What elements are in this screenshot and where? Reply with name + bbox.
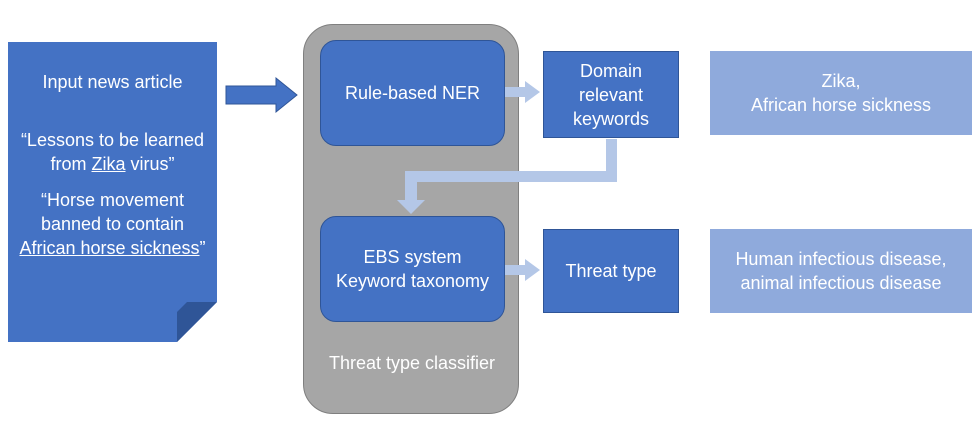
ebs-line2: Keyword taxonomy — [335, 271, 490, 291]
quote1-suffix: virus” — [125, 154, 175, 174]
result1-line1: Zika, — [821, 71, 861, 91]
arrow-ebs-to-threat — [505, 259, 540, 281]
result1-line2: African horse sickness — [750, 95, 932, 115]
rule-based-ner-box: Rule-based NER — [320, 40, 505, 146]
input-article-title: Input news article — [42, 72, 183, 92]
input-news-article-document: Input news article “Lessons to be learne… — [8, 42, 217, 342]
domain-relevant-keywords-box: Domain relevant keywords — [543, 51, 679, 138]
arrow-keywords-to-ebs — [397, 139, 617, 214]
quote2-line1: “Horse movement — [40, 190, 185, 210]
ebs-line1: EBS system — [363, 247, 462, 267]
result2-line2: animal infectious disease — [740, 273, 942, 293]
article-quote-zika: “Lessons to be learned from Zika virus” — [8, 128, 217, 176]
keyword-results-box: Zika, African horse sickness — [710, 51, 972, 135]
quote1-line2: from Zika virus” — [8, 152, 217, 176]
arrow-ner-to-keywords — [505, 81, 540, 103]
quote1-line1: “Lessons to be learned — [20, 130, 205, 150]
quote1-from: from — [50, 154, 92, 174]
classifier-label: Threat type classifier — [328, 353, 496, 373]
ner-label: Rule-based NER — [344, 83, 481, 103]
quote2-line2: banned to contain — [40, 214, 185, 234]
quote2-line3: African horse sickness” — [8, 236, 217, 260]
threat-type-label: Threat type — [565, 261, 657, 281]
keywords-line3: keywords — [572, 108, 650, 129]
article-quote-horse: “Horse movement banned to contain Africa… — [8, 188, 217, 260]
keywords-line1: Domain — [579, 60, 643, 81]
keyword-african-horse-sickness: African horse sickness — [19, 238, 200, 258]
result2-line1: Human infectious disease, — [735, 249, 947, 269]
keyword-zika: Zika — [91, 154, 126, 174]
ebs-system-box: EBS system Keyword taxonomy — [320, 216, 505, 322]
document-fold-corner — [177, 302, 217, 342]
keywords-line2: relevant — [578, 84, 644, 105]
threat-results-box: Human infectious disease, animal infecti… — [710, 229, 972, 313]
arrow-input-to-ner — [225, 76, 298, 114]
threat-type-box: Threat type — [543, 229, 679, 313]
quote2-suffix: ” — [199, 238, 206, 258]
